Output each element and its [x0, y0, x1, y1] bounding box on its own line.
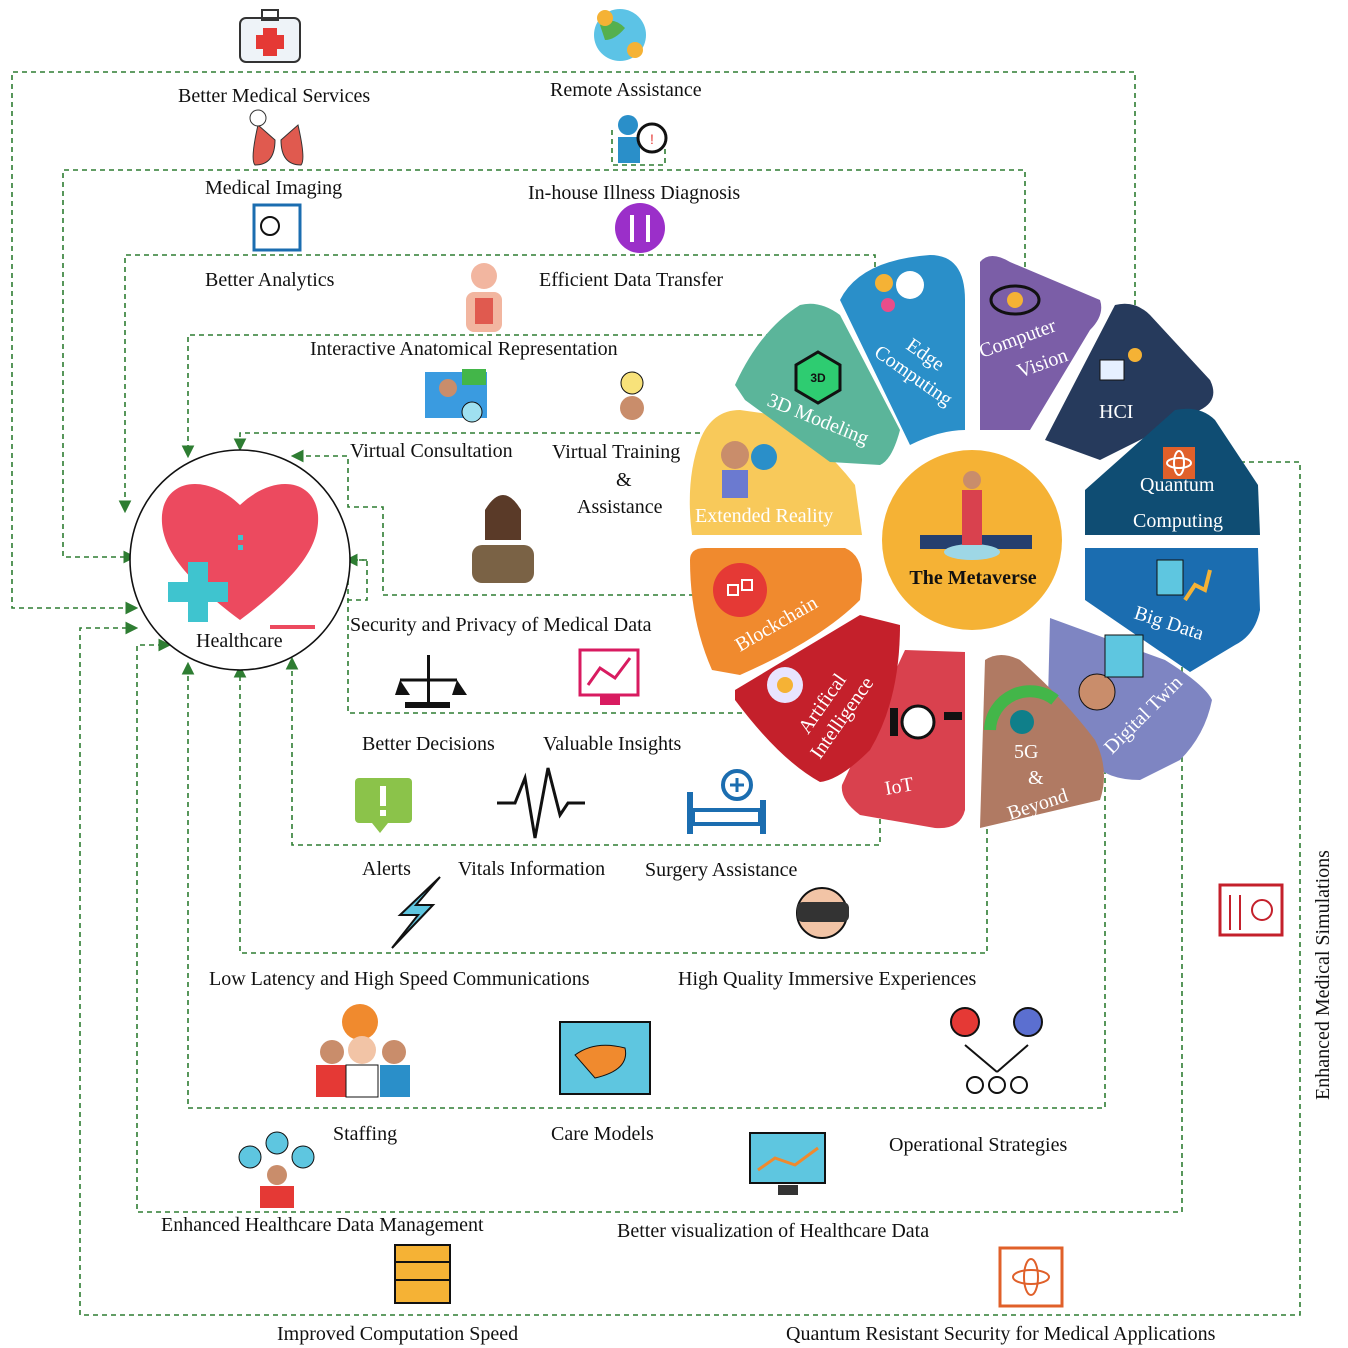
- staffing-team-icon: [316, 1004, 410, 1098]
- ai-chip-icon: [767, 667, 803, 703]
- label-surgery-assistance: Surgery Assistance: [645, 859, 798, 881]
- atom-icon: [1163, 447, 1195, 479]
- imaging-magnifier-icon: [252, 203, 302, 252]
- svg-text:3D: 3D: [810, 371, 826, 385]
- label-virtual-consultation: Virtual Consultation: [350, 440, 513, 462]
- digital-twin-icon: [1078, 634, 1144, 711]
- connector-iot: [285, 656, 881, 846]
- petal-edge-computing: [840, 255, 965, 445]
- label-visualization: Better visualization of Healthcare Data: [617, 1220, 930, 1242]
- label-interactive-anatomical: Interactive Anatomical Representation: [310, 338, 618, 360]
- connector-big-data: [136, 638, 1183, 1213]
- label-better-decisions: Better Decisions: [362, 733, 495, 755]
- petal-icons: 3D: [713, 271, 1212, 740]
- virtual-consultation-icon: [425, 369, 487, 423]
- edge-computing-icon: [875, 271, 924, 312]
- connector-quantum: [79, 461, 1301, 1316]
- label-immersive-experiences: High Quality Immersive Experiences: [678, 968, 977, 990]
- connector-blockchain: [290, 449, 712, 596]
- petal-label-iot: IoT: [883, 773, 915, 800]
- petal-label-quantum-2: Computing: [1133, 510, 1223, 532]
- metaverse-label: The Metaverse: [909, 567, 1036, 589]
- alert-icon: [355, 778, 412, 833]
- blockchain-icon: [713, 563, 767, 617]
- 5g-gauge-icon: [984, 685, 1059, 734]
- lungs-icon: [249, 109, 304, 166]
- strategy-gears-icon: [950, 1007, 1043, 1094]
- petal-label-5g-2: &: [1028, 767, 1044, 789]
- globe-people-icon: [594, 9, 646, 61]
- label-in-house-diagnosis: In-house Illness Diagnosis: [528, 182, 741, 204]
- connector-edge: [118, 254, 876, 514]
- label-alerts: Alerts: [362, 858, 411, 880]
- petal-big-data: [1085, 548, 1260, 672]
- petal-label-hci: HCI: [1099, 401, 1133, 423]
- petal-artificial-intelligence: [735, 615, 900, 782]
- petal-label-quantum-1: Quantum: [1140, 474, 1215, 496]
- label-care-models: Care Models: [551, 1123, 654, 1145]
- label-valuable-insights: Valuable Insights: [543, 733, 682, 755]
- quantum-chip-icon: [998, 1246, 1064, 1308]
- label-virtual-training-and: &: [616, 469, 632, 491]
- label-better-analytics: Better Analytics: [205, 269, 335, 291]
- scales-of-justice-icon: [395, 655, 467, 708]
- connector-5g: [233, 664, 988, 954]
- iot-icon: [890, 704, 962, 740]
- vr-headset-icon: [796, 887, 849, 939]
- hospital-bed-icon: [687, 769, 766, 834]
- label-virtual-training: Virtual Training: [552, 441, 681, 463]
- label-efficient-data-transfer: Efficient Data Transfer: [539, 269, 724, 291]
- label-medical-simulations: Enhanced Medical Simulations: [1312, 850, 1334, 1100]
- petal-label-5g-1: 5G: [1014, 741, 1038, 763]
- care-model-liver-icon: [559, 1021, 651, 1095]
- database-chart-icon: [1156, 559, 1212, 602]
- label-low-latency: Low Latency and High Speed Communication…: [209, 968, 590, 990]
- label-computation-speed: Improved Computation Speed: [277, 1323, 519, 1345]
- eye-icon: [989, 284, 1041, 316]
- healthcare-hub: [129, 449, 351, 671]
- benefit-icons: !: [238, 9, 1284, 1308]
- connector-digital-twin: [181, 661, 1106, 1109]
- label-better-medical-services: Better Medical Services: [178, 85, 371, 107]
- connector-computer-vision: [62, 169, 1026, 564]
- label-staffing: Staffing: [333, 1123, 398, 1145]
- label-operational-strategies: Operational Strategies: [889, 1134, 1068, 1156]
- 3d-cube-icon: 3D: [794, 350, 842, 405]
- healthcare-label: Healthcare: [196, 630, 283, 652]
- technology-wheel: [689, 255, 1260, 829]
- label-security-privacy: Security and Privacy of Medical Data: [350, 614, 652, 636]
- data-management-icon: [238, 1131, 315, 1208]
- label-quantum-security: Quantum Resistant Security for Medical A…: [786, 1323, 1216, 1345]
- consultant-avatar-icon: [472, 495, 534, 583]
- petal-iot: [841, 650, 965, 829]
- svg-text:!: !: [650, 131, 654, 147]
- label-vitals-information: Vitals Information: [458, 858, 606, 880]
- label-remote-assistance: Remote Assistance: [550, 79, 702, 101]
- label-medical-imaging: Medical Imaging: [205, 177, 343, 199]
- petal-label-xr: Extended Reality: [695, 505, 833, 527]
- computation-server-icon: [394, 1244, 451, 1304]
- vr-user-icon: [721, 441, 777, 498]
- data-transfer-icon: [615, 203, 665, 253]
- training-lightbulb-icon: [620, 371, 644, 420]
- label-virtual-training-assistance: Assistance: [577, 496, 663, 518]
- anatomy-icon: [466, 263, 502, 332]
- hci-icon: [1099, 348, 1142, 381]
- label-data-management: Enhanced Healthcare Data Management: [161, 1214, 484, 1236]
- visualization-monitor-icon: [749, 1132, 826, 1195]
- first-aid-kit-icon: [239, 9, 301, 63]
- simulation-panel-icon: [1218, 883, 1284, 937]
- vitals-pulse-icon: [497, 767, 585, 839]
- diagnosis-icon: !: [618, 115, 668, 163]
- lightning-icon: [391, 876, 441, 949]
- analytics-dashboard-icon: [578, 648, 640, 705]
